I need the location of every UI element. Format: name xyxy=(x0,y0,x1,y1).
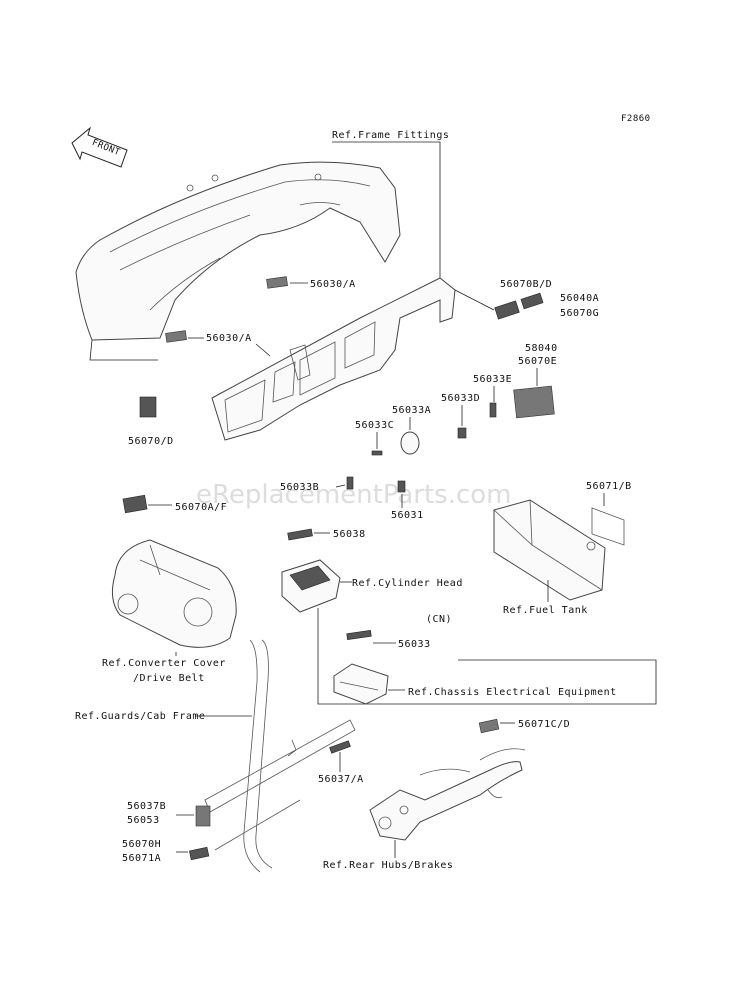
callout-56070h: 56070H xyxy=(122,839,161,850)
callout-58040: 58040 xyxy=(525,343,558,354)
watermark-text: eReplacementParts.com xyxy=(196,480,512,510)
callout-56070b-d: 56070B/D xyxy=(500,279,552,290)
decal-56031 xyxy=(397,480,406,493)
decal-56030a-mid xyxy=(165,330,187,343)
leader-line xyxy=(332,141,441,282)
decal-56071cd xyxy=(478,718,500,734)
leader-line xyxy=(255,343,271,357)
callout-56030a-mid: 56030/A xyxy=(206,333,252,344)
decal-56070a-f xyxy=(122,494,148,514)
callout-ref-fuel-tank: Ref.Fuel Tank xyxy=(503,605,588,616)
decal-56070h xyxy=(189,846,210,861)
callout-56070d: 56070/D xyxy=(128,436,174,447)
decal-56033 xyxy=(346,630,372,640)
callout-56038: 56038 xyxy=(333,529,366,540)
dashboard-panel-part xyxy=(211,277,456,441)
callout-56053: 56053 xyxy=(127,815,160,826)
decal-56033a xyxy=(400,431,420,455)
callout-56033: 56033 xyxy=(398,639,431,650)
decal-56070d xyxy=(139,396,157,418)
callout-56070g: 56070G xyxy=(560,308,599,319)
callout-ref-guards-cab-frame: Ref.Guards/Cab Frame xyxy=(75,711,205,722)
cab-frame-part xyxy=(204,639,356,873)
decal-56070b-d xyxy=(494,300,520,320)
diagram-code: F2860 xyxy=(621,114,651,124)
cylinder-head-part xyxy=(281,559,341,613)
chassis-electrical-part xyxy=(333,663,389,705)
decal-58040 xyxy=(513,385,555,419)
callout-56037b: 56037B xyxy=(127,801,166,812)
callout-56071a: 56071A xyxy=(122,853,161,864)
callout-ref-converter-cover: Ref.Converter Cover xyxy=(102,658,226,669)
callout-56033d: 56033D xyxy=(441,393,480,404)
callout-ref-cylinder-head: Ref.Cylinder Head xyxy=(352,578,463,589)
decal-56038 xyxy=(287,528,313,541)
callout-56033e: 56033E xyxy=(473,374,512,385)
decal-56037b xyxy=(195,805,211,827)
callout-56040a: 56040A xyxy=(560,293,599,304)
rear-axle-part xyxy=(369,748,526,841)
decal-56033d xyxy=(457,427,467,439)
leader-line xyxy=(335,484,346,488)
callout-56071b: 56071/B xyxy=(586,481,632,492)
leader-line xyxy=(89,339,158,361)
callout-cn: (CN) xyxy=(426,614,452,625)
front-arrow-icon: FRONT xyxy=(71,126,128,168)
decal-56030a-top xyxy=(266,276,288,289)
converter-cover-part xyxy=(111,539,237,648)
callout-56071d: 56071C/D xyxy=(518,719,570,730)
decal-56033c xyxy=(371,450,383,456)
callout-56070e: 56070E xyxy=(518,356,557,367)
callout-ref-chassis-electrical: Ref.Chassis Electrical Equipment xyxy=(408,687,617,698)
leader-line xyxy=(454,289,495,311)
callout-56033b: 56033B xyxy=(280,482,319,493)
callout-56033a: 56033A xyxy=(392,405,431,416)
callout-56070a-f: 56070A/F xyxy=(175,502,227,513)
decal-56033b xyxy=(346,476,354,490)
callout-56033c: 56033C xyxy=(355,420,394,431)
callout-ref-rear-hubs-brakes: Ref.Rear Hubs/Brakes xyxy=(323,860,453,871)
callout-56031: 56031 xyxy=(391,510,424,521)
decal-56070g xyxy=(520,292,544,310)
decal-56071b xyxy=(591,507,625,546)
callout-drive-belt: /Drive Belt xyxy=(133,673,205,684)
callout-56037a: 56037/A xyxy=(318,774,364,785)
rear-fender-part xyxy=(75,161,401,341)
decal-56033e xyxy=(489,402,497,418)
leader-box xyxy=(317,608,657,705)
fuel-tank-part xyxy=(493,499,606,601)
callout-56030a-top: 56030/A xyxy=(310,279,356,290)
decal-56037a xyxy=(329,740,351,754)
callout-ref-frame-fittings: Ref.Frame Fittings xyxy=(332,130,449,141)
